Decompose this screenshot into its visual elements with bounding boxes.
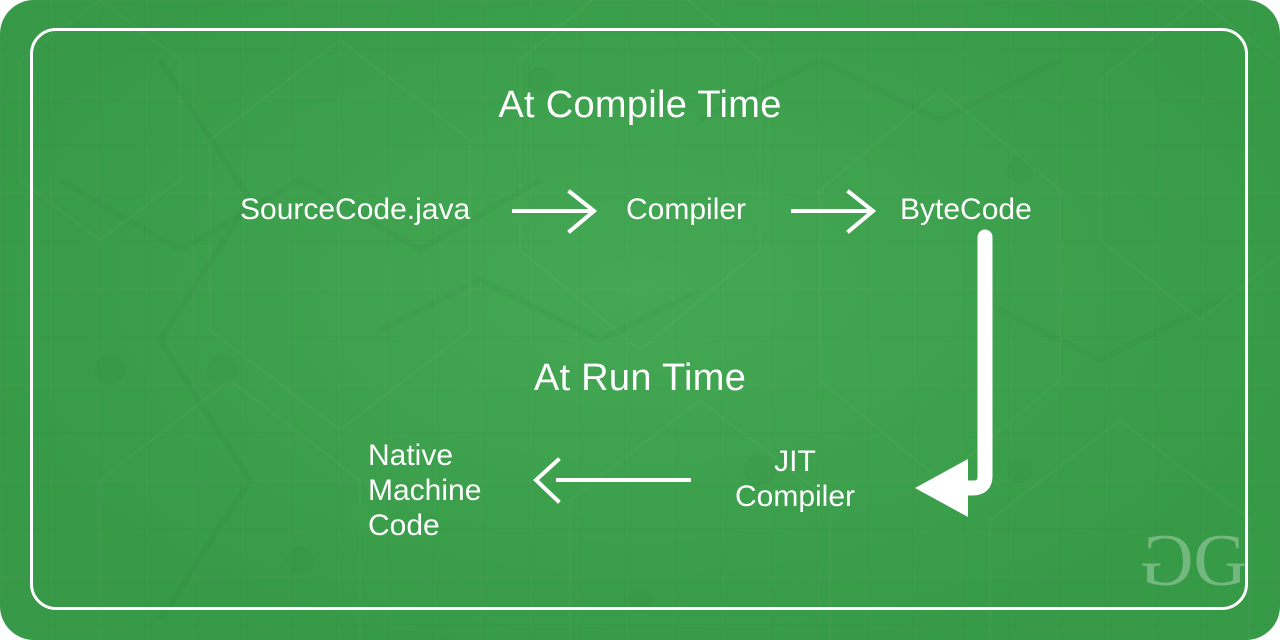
edge-source-to-compiler [512,189,598,234]
logo-glyph-left: G [1146,520,1194,602]
node-compiler: Compiler [626,193,747,226]
node-bytecode: ByteCode [900,193,1032,226]
node-native-machine-code: Native Machine Code [368,439,482,542]
compile-time-heading: At Compile Time [498,84,782,126]
edge-compiler-to-bytecode [791,189,877,234]
logo-glyph-right: G [1193,520,1247,602]
edge-jit-to-native [533,457,691,504]
geeksforgeeks-logo: GG [1146,520,1247,602]
run-time-heading: At Run Time [533,357,747,399]
node-sourcecode-java: SourceCode.java [240,193,471,226]
node-jit-compiler: JIT Compiler [734,445,856,513]
